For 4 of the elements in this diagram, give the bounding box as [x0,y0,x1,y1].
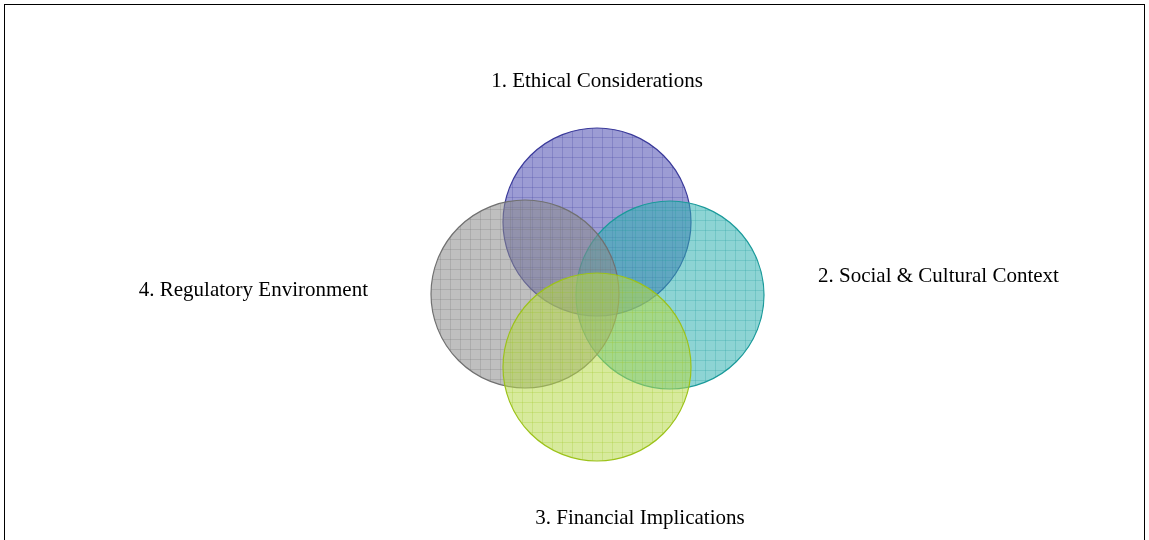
circle-label: 2. Social & Cultural Context [818,263,1059,288]
circle-label: 4. Regulatory Environment [138,277,368,302]
circle-label: 1. Ethical Considerations [491,68,703,93]
circle-label: 3. Financial Implications [535,505,745,530]
